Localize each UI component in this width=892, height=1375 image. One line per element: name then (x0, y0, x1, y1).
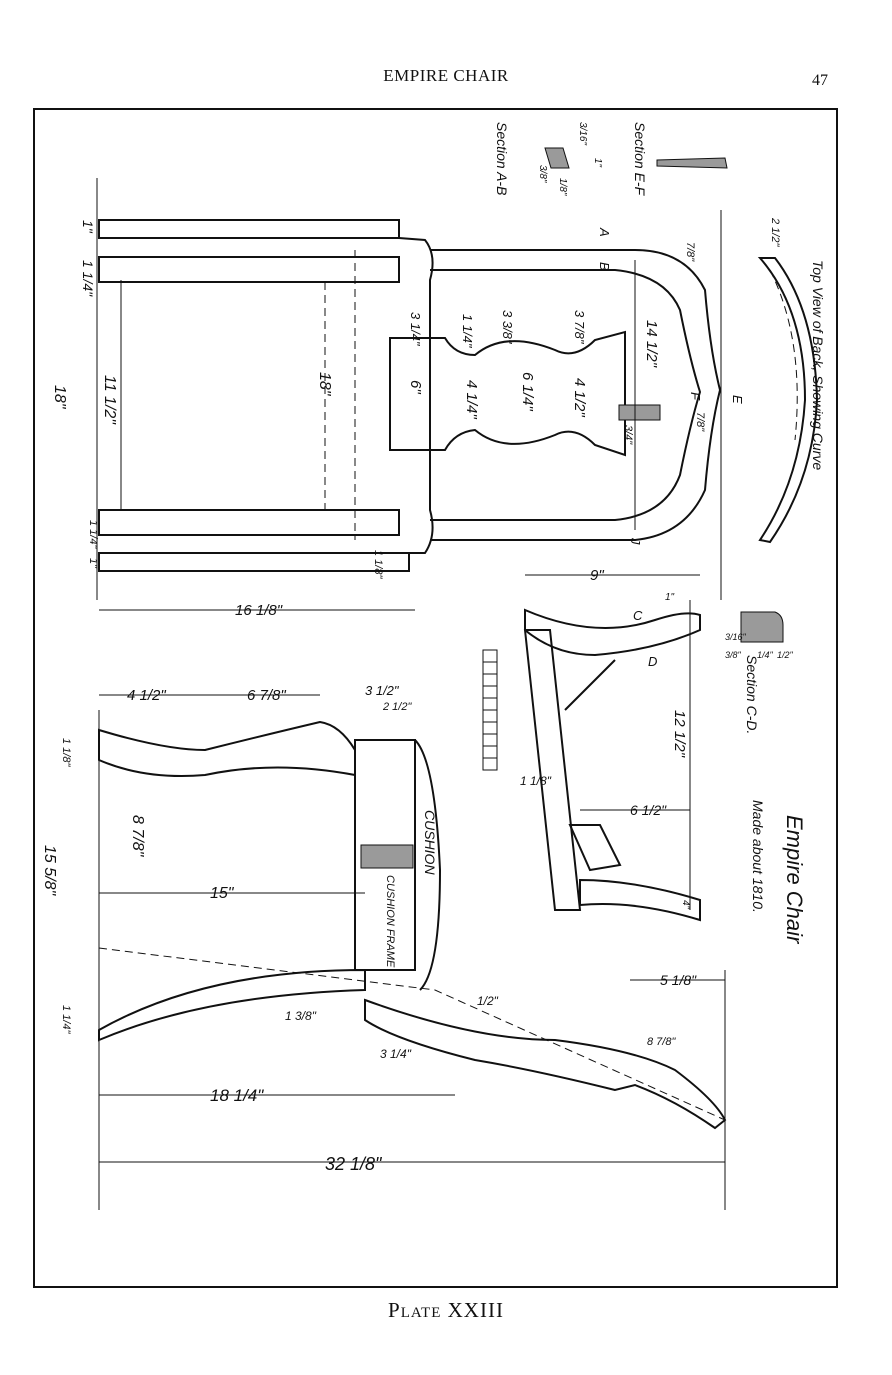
dim-15: 15" (210, 885, 235, 902)
running-head: EMPIRE CHAIR (383, 66, 509, 85)
dim-1-1-8-side: 1 1/8" (60, 738, 72, 767)
dim-3-1-2: 3 1/2" (365, 683, 400, 698)
side-view (98, 710, 727, 1210)
dim-7-8-b: 7/8" (694, 412, 706, 432)
dim-1: 1" (80, 220, 96, 234)
dim-6-1-2: 6 1/2" (630, 802, 667, 818)
dim-7-8: 7/8" (684, 242, 696, 262)
dim-1-1-8-leg: 1 1/8" (520, 774, 552, 788)
dim-2-1-2-side: 2 1/2" (382, 701, 412, 713)
splat-base (398, 237, 434, 554)
dim-1-3-8: 1 3/8" (285, 1009, 317, 1023)
dim-1-1-8: 1 1/8" (372, 550, 384, 579)
dim-32-1-8: 32 1/8" (325, 1154, 383, 1174)
point-d: D (648, 654, 657, 669)
dim-8-7-8-small: 8 7/8" (647, 1036, 676, 1048)
dim-3-16-ab: 3/16" (577, 122, 588, 145)
dim-1-1-4-b: 1 1/4" (460, 314, 475, 349)
top-rail-1 (98, 219, 400, 239)
dim-1-2: 1/2" (477, 994, 499, 1008)
dim-18: 18" (51, 385, 68, 410)
dim-3-16: 3/16" (725, 632, 747, 642)
drawing-title: Empire Chair (782, 815, 807, 945)
dim-1-ab: 1" (592, 158, 603, 168)
bottom-rail-1 (98, 509, 400, 536)
dim-3-8: 3/8" (725, 650, 742, 660)
section-ef-shape (656, 157, 728, 169)
leg-lower-rail (579, 878, 701, 922)
dim-4-small: 4" (680, 900, 691, 910)
section-cd-label: Section C-D. (744, 655, 760, 734)
empire-chair-drawing: 1" 1 1/4" 18" 11 1/2" 18" 3 1/4" 1 1/4" … (41, 122, 826, 1210)
cushion-frame-hatch (360, 844, 414, 869)
point-a: A (597, 227, 612, 237)
dim-3-4: 3/4" (622, 425, 634, 445)
dim-6: 6" (407, 380, 424, 394)
dim-12-1-2: 12 1/2" (671, 710, 688, 758)
dim-3-7-8: 3 7/8" (572, 310, 587, 345)
section-ef-hatch (618, 404, 661, 421)
dim-1-1-4-side: 1 1/4" (60, 1005, 72, 1034)
cushion-frame-label: CUSHION FRAME (384, 875, 396, 968)
section-ab-label: Section A-B (494, 122, 510, 195)
page-number: 47 (812, 72, 828, 89)
dim-1-4: 1/4" (757, 650, 774, 660)
plate-caption: Plate XXIII (388, 1298, 504, 1322)
splat (389, 330, 626, 457)
point-e: E (730, 395, 745, 404)
dim-1-low: 1" (87, 558, 99, 569)
dim-3-3-8: 3 3/8" (500, 310, 515, 345)
dim-4-1-4: 4 1/4" (463, 380, 480, 419)
point-b: B (597, 262, 612, 271)
dim-1-8: 1/8" (557, 178, 568, 196)
dim-9: 9" (590, 567, 604, 584)
leg-top-rail (524, 608, 701, 657)
section-cd-hatch (740, 611, 784, 643)
rear-leg (364, 998, 727, 1130)
leg-block (568, 824, 622, 872)
leg-detail-view (523, 574, 701, 922)
dim-3-8-ef: 3/8" (537, 165, 548, 183)
dim-1-small: 1" (665, 592, 675, 603)
dim-6-1-4: 6 1/4" (519, 372, 536, 411)
drawing-frame: 1" 1 1/4" 18" 11 1/2" 18" 3 1/4" 1 1/4" … (33, 108, 838, 1288)
dim-6-7-8: 6 7/8" (247, 687, 286, 704)
dim-1-1-4-low: 1 1/4" (87, 520, 99, 549)
bottom-rail-2 (98, 552, 410, 572)
top-rail-2 (98, 256, 400, 283)
dim-3-1-4: 3 1/4" (408, 312, 423, 347)
seat-rail (98, 968, 366, 1042)
back-outline (430, 249, 722, 541)
top-view-back-curve (757, 257, 819, 544)
dim-3-1-4-side: 3 1/4" (380, 1047, 412, 1061)
dim-1-1-4: 1 1/4" (80, 260, 96, 297)
dim-15-5-8: 15 5/8" (41, 845, 58, 896)
dim-1-2-small: 1/2" (777, 650, 794, 660)
cushion-label: CUSHION (422, 810, 438, 875)
point-f: F (688, 392, 703, 401)
cushion-curve (414, 739, 442, 991)
back-inner (430, 269, 702, 521)
front-post (354, 739, 416, 971)
dim-18-inner: 18" (316, 372, 333, 397)
dim-11-1-2: 11 1/2" (101, 375, 118, 425)
back-front-view (96, 178, 722, 600)
section-ab-hatch (544, 147, 570, 169)
dim-8-7-8: 8 7/8" (129, 815, 146, 858)
dim-2-1-2: 2 1/2" (769, 217, 781, 247)
leg-front (523, 629, 582, 911)
dim-16-1-8: 16 1/8" (235, 602, 283, 619)
arm-rest (98, 720, 356, 777)
scale-ruler (482, 649, 498, 771)
dim-18-1-4: 18 1/4" (210, 1086, 264, 1105)
dim-4-1-2: 4 1/2" (571, 378, 588, 417)
section-ef-label: Section E-F (632, 122, 648, 197)
point-j: J (628, 537, 643, 545)
dim-4-1-2-side: 4 1/2" (127, 687, 166, 704)
drawing-subtitle: Made about 1810. (750, 800, 766, 913)
dim-14-1-2: 14 1/2" (643, 320, 660, 368)
top-view-label: Top View of Back, Showing Curve (810, 260, 826, 470)
point-c: C (633, 608, 643, 623)
dim-5-1-8: 5 1/8" (660, 972, 697, 988)
